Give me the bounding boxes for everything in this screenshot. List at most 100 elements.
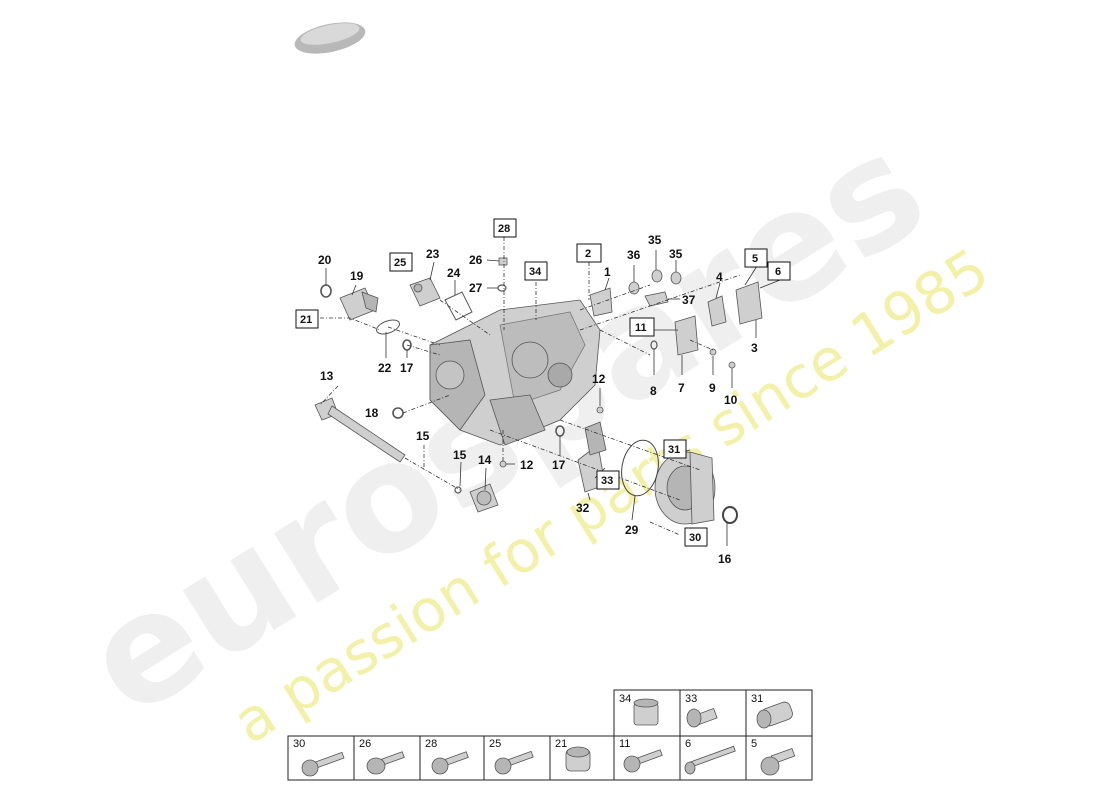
- callout-1: 1: [604, 265, 611, 279]
- fastener-26-image: [366, 751, 405, 775]
- table-label-6: 6: [685, 738, 691, 750]
- bolt-28-part: [498, 257, 508, 266]
- table-label-33: 33: [685, 693, 697, 705]
- callout-box-2: [576, 243, 602, 263]
- control-unit-3: [735, 281, 763, 325]
- callout-30: 30: [689, 532, 701, 544]
- table-label-28: 28: [425, 738, 437, 750]
- callout-box-34: [524, 261, 548, 281]
- vehicle-thumbnail: [294, 22, 366, 54]
- plug-12b: [499, 460, 507, 468]
- bracket-1: [589, 287, 613, 317]
- callout-6: 6: [775, 266, 781, 278]
- callout-14: 14: [478, 453, 492, 467]
- part-37: [644, 291, 669, 307]
- callout-33: 33: [601, 475, 613, 487]
- callout-box-25: [389, 252, 413, 272]
- callout-31: 31: [668, 444, 680, 456]
- table-label-26: 26: [359, 738, 371, 750]
- callout-16: 16: [718, 552, 732, 566]
- table-label-11: 11: [619, 738, 630, 750]
- fastener-5-image: [760, 747, 796, 776]
- output-shaft: [314, 397, 406, 463]
- callouts: 1 2 3 4 5 6 7 8 9 10 11 12 12 13 14 15 1…: [295, 218, 791, 566]
- fastener-34-image: [633, 698, 659, 726]
- callout-box-5: [744, 248, 768, 268]
- callout-34: 34: [529, 266, 542, 278]
- ring-27: [497, 284, 507, 292]
- callout-box-31: [663, 439, 687, 459]
- table-label-25: 25: [489, 738, 501, 750]
- fastener-30-image: [301, 751, 345, 777]
- callout-26: 26: [469, 253, 483, 267]
- callout-11: 11: [635, 322, 647, 334]
- callout-7: 7: [678, 381, 685, 395]
- callout-box-11: [629, 317, 655, 337]
- leader-lines: [319, 237, 781, 546]
- o-ring-22: [376, 319, 400, 335]
- callout-3: 3: [751, 341, 758, 355]
- fastener-25-image: [494, 750, 534, 775]
- fastener-11-image: [623, 749, 663, 773]
- callout-box-28: [493, 218, 517, 238]
- screw-10: [728, 361, 736, 369]
- callout-24: 24: [447, 266, 461, 280]
- callout-12b: 12: [520, 458, 534, 472]
- callout-35b: 35: [669, 247, 683, 261]
- callout-37: 37: [682, 293, 696, 307]
- bearing-35b: [670, 271, 682, 285]
- fastener-21-image: [565, 746, 591, 772]
- callout-25: 25: [394, 257, 406, 269]
- bearing-36: [628, 281, 640, 295]
- fastener-table: 34 33 31 30 26 28 25 21 11 6 5: [287, 689, 813, 781]
- callout-21: 21: [300, 314, 312, 326]
- plug-12a: [596, 406, 604, 414]
- callout-box-6: [767, 261, 791, 281]
- callout-box-33: [596, 470, 620, 490]
- callout-17b: 17: [552, 458, 566, 472]
- shaft-seal: [722, 506, 738, 524]
- sensor-23: [409, 277, 441, 307]
- callout-17a: 17: [400, 361, 414, 375]
- gearbox-housing: [429, 299, 601, 446]
- table-label-21: 21: [555, 738, 567, 750]
- callout-4: 4: [716, 270, 723, 284]
- fastener-28-image: [431, 751, 469, 775]
- bearing-35a: [651, 269, 663, 283]
- callout-5: 5: [752, 253, 758, 265]
- callout-29: 29: [625, 523, 639, 537]
- table-label-34: 34: [619, 693, 631, 705]
- callout-18: 18: [365, 406, 379, 420]
- callout-box-30: [684, 527, 708, 547]
- table-label-31: 31: [751, 693, 763, 705]
- callout-20: 20: [318, 253, 332, 267]
- callout-15a: 15: [416, 429, 430, 443]
- callout-10: 10: [724, 393, 738, 407]
- callout-32: 32: [576, 501, 590, 515]
- callout-box-21: [295, 309, 319, 329]
- bracket-4: [707, 295, 727, 327]
- callout-2: 2: [585, 248, 591, 260]
- table-label-5: 5: [751, 738, 757, 750]
- drive-flange: [469, 483, 499, 513]
- callout-22: 22: [378, 361, 392, 375]
- callout-35a: 35: [648, 233, 662, 247]
- callout-27: 27: [469, 281, 483, 295]
- callout-8: 8: [650, 384, 657, 398]
- gasket-24: [444, 291, 473, 321]
- o-ring-seal: [621, 439, 659, 497]
- differential: [654, 451, 716, 525]
- callout-9: 9: [709, 381, 716, 395]
- fastener-6-image: [684, 745, 736, 775]
- table-label-30: 30: [293, 738, 305, 750]
- callout-23: 23: [426, 247, 440, 261]
- callout-12a: 12: [592, 372, 606, 386]
- callout-13: 13: [320, 369, 334, 383]
- screw-9: [709, 348, 717, 356]
- callout-15b: 15: [453, 448, 467, 462]
- callout-19: 19: [350, 269, 364, 283]
- callout-36: 36: [627, 248, 641, 262]
- selector-actuator: [339, 287, 379, 321]
- fastener-33-image: [686, 708, 718, 728]
